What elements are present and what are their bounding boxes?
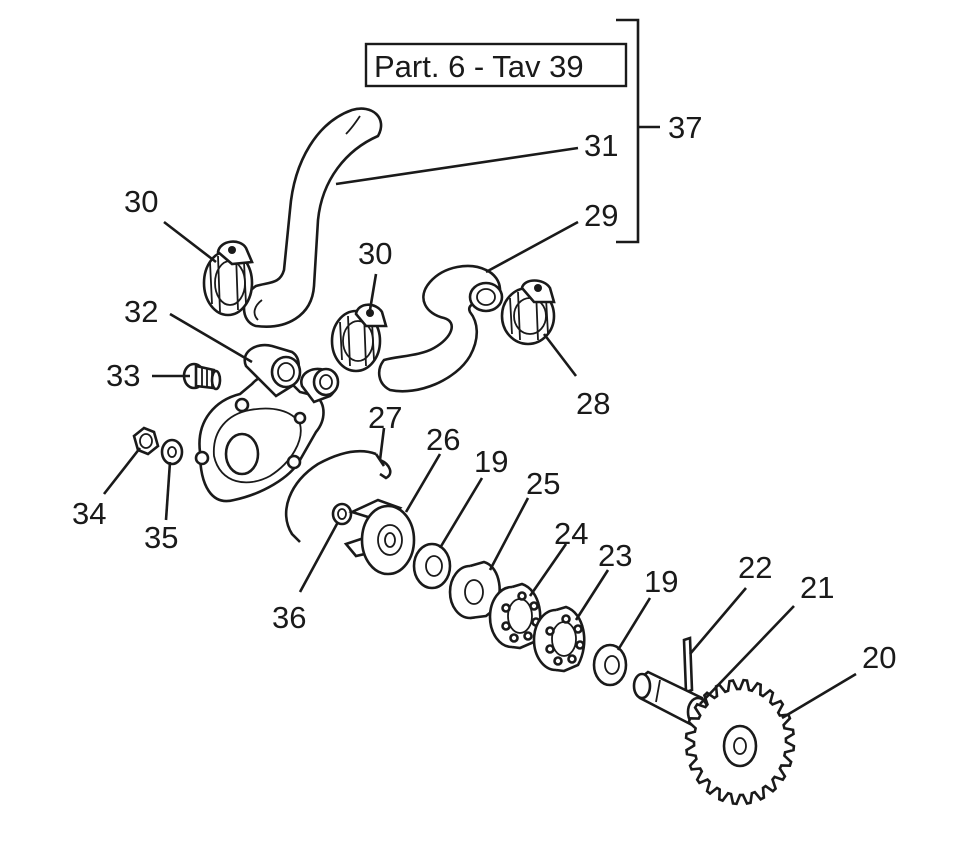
- washer-19-upper: [412, 542, 452, 590]
- washer-35: [160, 438, 184, 466]
- washer-19-lower: [592, 643, 628, 687]
- o-ring-36: [331, 502, 353, 526]
- hose-31: [242, 107, 383, 328]
- callout-33: 33: [106, 358, 140, 393]
- callouts: 37 31 29 30 30 32 33 28 27 26 19 25 34 3…: [72, 110, 896, 675]
- bearing-23: [532, 605, 586, 673]
- callout-26: 26: [426, 422, 460, 457]
- pump-cover-32: [194, 343, 340, 503]
- clamp-28: [500, 279, 556, 346]
- callout-30-left: 30: [124, 184, 158, 219]
- callout-25: 25: [526, 466, 560, 501]
- callout-21: 21: [800, 570, 834, 605]
- callout-32: 32: [124, 294, 158, 329]
- clamp-30-middle: [330, 303, 388, 373]
- impeller-26: [343, 498, 416, 576]
- callout-24: 24: [554, 516, 588, 551]
- callout-19-lower: 19: [644, 564, 678, 599]
- pin-22: [682, 636, 694, 694]
- callout-30-middle: 30: [358, 236, 392, 271]
- clamp-30-left: [202, 240, 254, 317]
- callout-34: 34: [72, 496, 106, 531]
- callout-20: 20: [862, 640, 896, 675]
- callout-35: 35: [144, 520, 178, 555]
- hose-29: [377, 264, 504, 393]
- callout-27: 27: [368, 400, 402, 435]
- callout-29: 29: [584, 198, 618, 233]
- bracket-37: [616, 18, 660, 244]
- screw-33: [182, 362, 222, 391]
- callout-28: 28: [576, 386, 610, 421]
- callout-31: 31: [584, 128, 618, 163]
- seal-25: [448, 560, 501, 620]
- callout-36: 36: [272, 600, 306, 635]
- callout-37: 37: [668, 110, 702, 145]
- callout-23: 23: [598, 538, 632, 573]
- reference-box-text: Part. 6 - Tav 39: [374, 49, 584, 84]
- callout-19-upper: 19: [474, 444, 508, 479]
- bearing-24: [488, 582, 542, 650]
- reference-box: Part. 6 - Tav 39: [364, 42, 628, 88]
- callout-22: 22: [738, 550, 772, 585]
- gear-20: [684, 678, 796, 806]
- leader-lines: [102, 146, 857, 720]
